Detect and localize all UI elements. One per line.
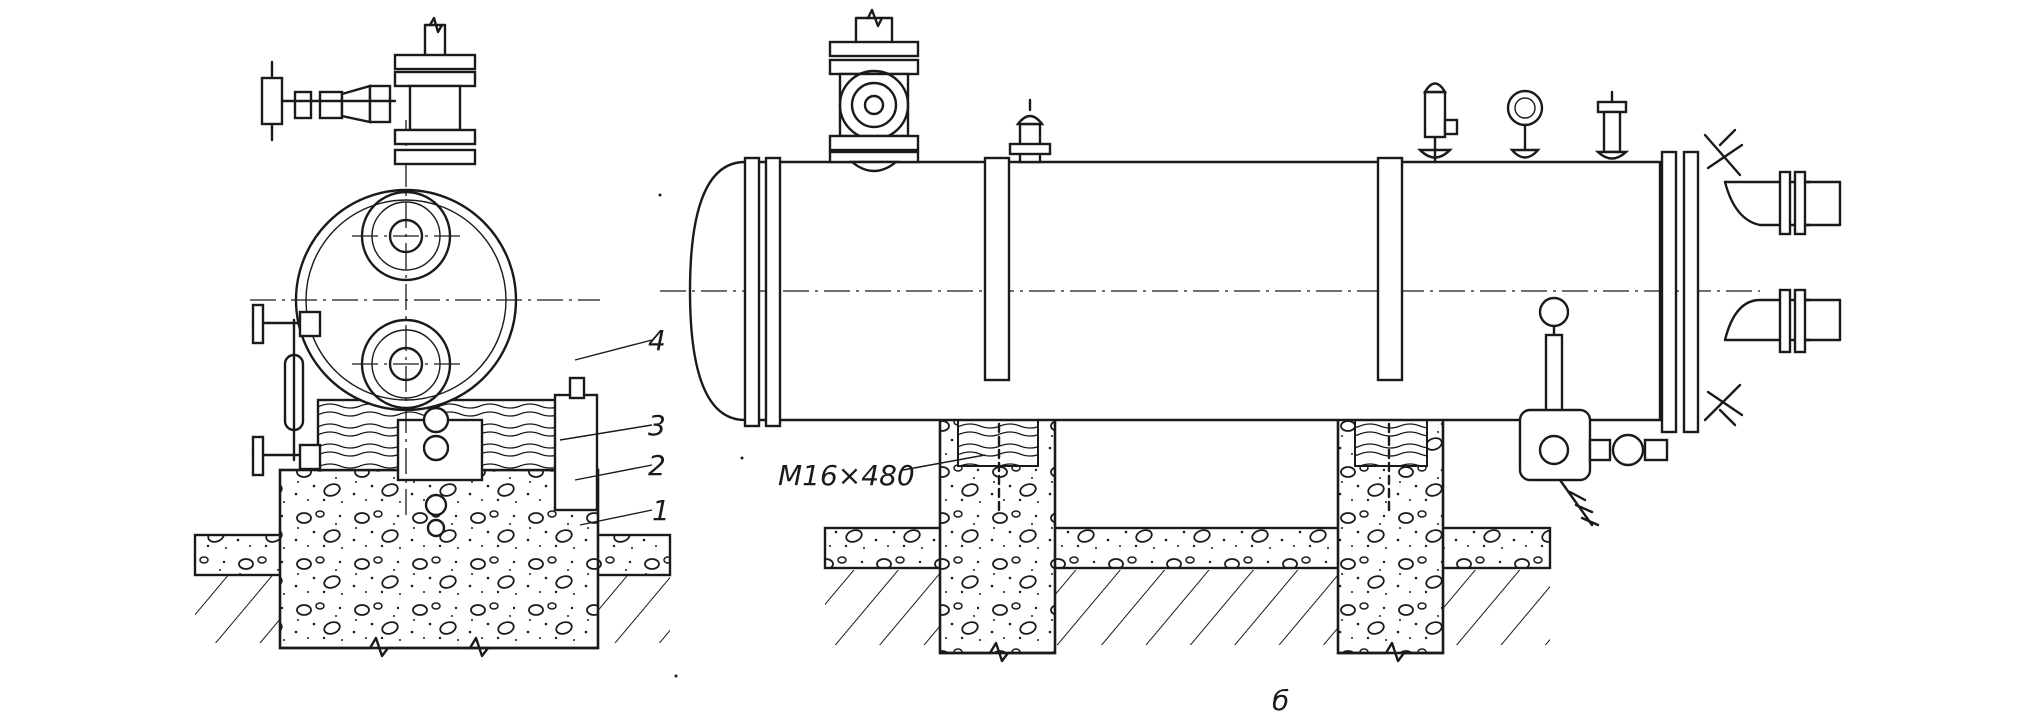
side-valve (260, 60, 397, 142)
callout-4: 4 (648, 324, 666, 357)
level-gauge-end (251, 303, 322, 477)
drain-fittings-end (422, 406, 450, 538)
soil-hatch-left (195, 575, 280, 643)
top-fittings (1008, 82, 1630, 164)
end-view: 4 3 2 1 (193, 16, 672, 658)
callout-1: 1 (652, 494, 670, 527)
level-gauge-side (1518, 296, 1669, 527)
pressure-gauge-icon (1506, 89, 1544, 127)
caption-fragment: б (1272, 684, 1289, 716)
soil-hatch-right (598, 575, 670, 643)
outlet-nozzles (1703, 128, 1842, 427)
top-nozzle-side (828, 8, 920, 173)
bolt-spec-label: M16×480 (778, 459, 915, 492)
callout-3: 3 (648, 409, 666, 442)
callout-2: 2 (648, 449, 666, 482)
side-view: M16×480 (660, 8, 1842, 663)
